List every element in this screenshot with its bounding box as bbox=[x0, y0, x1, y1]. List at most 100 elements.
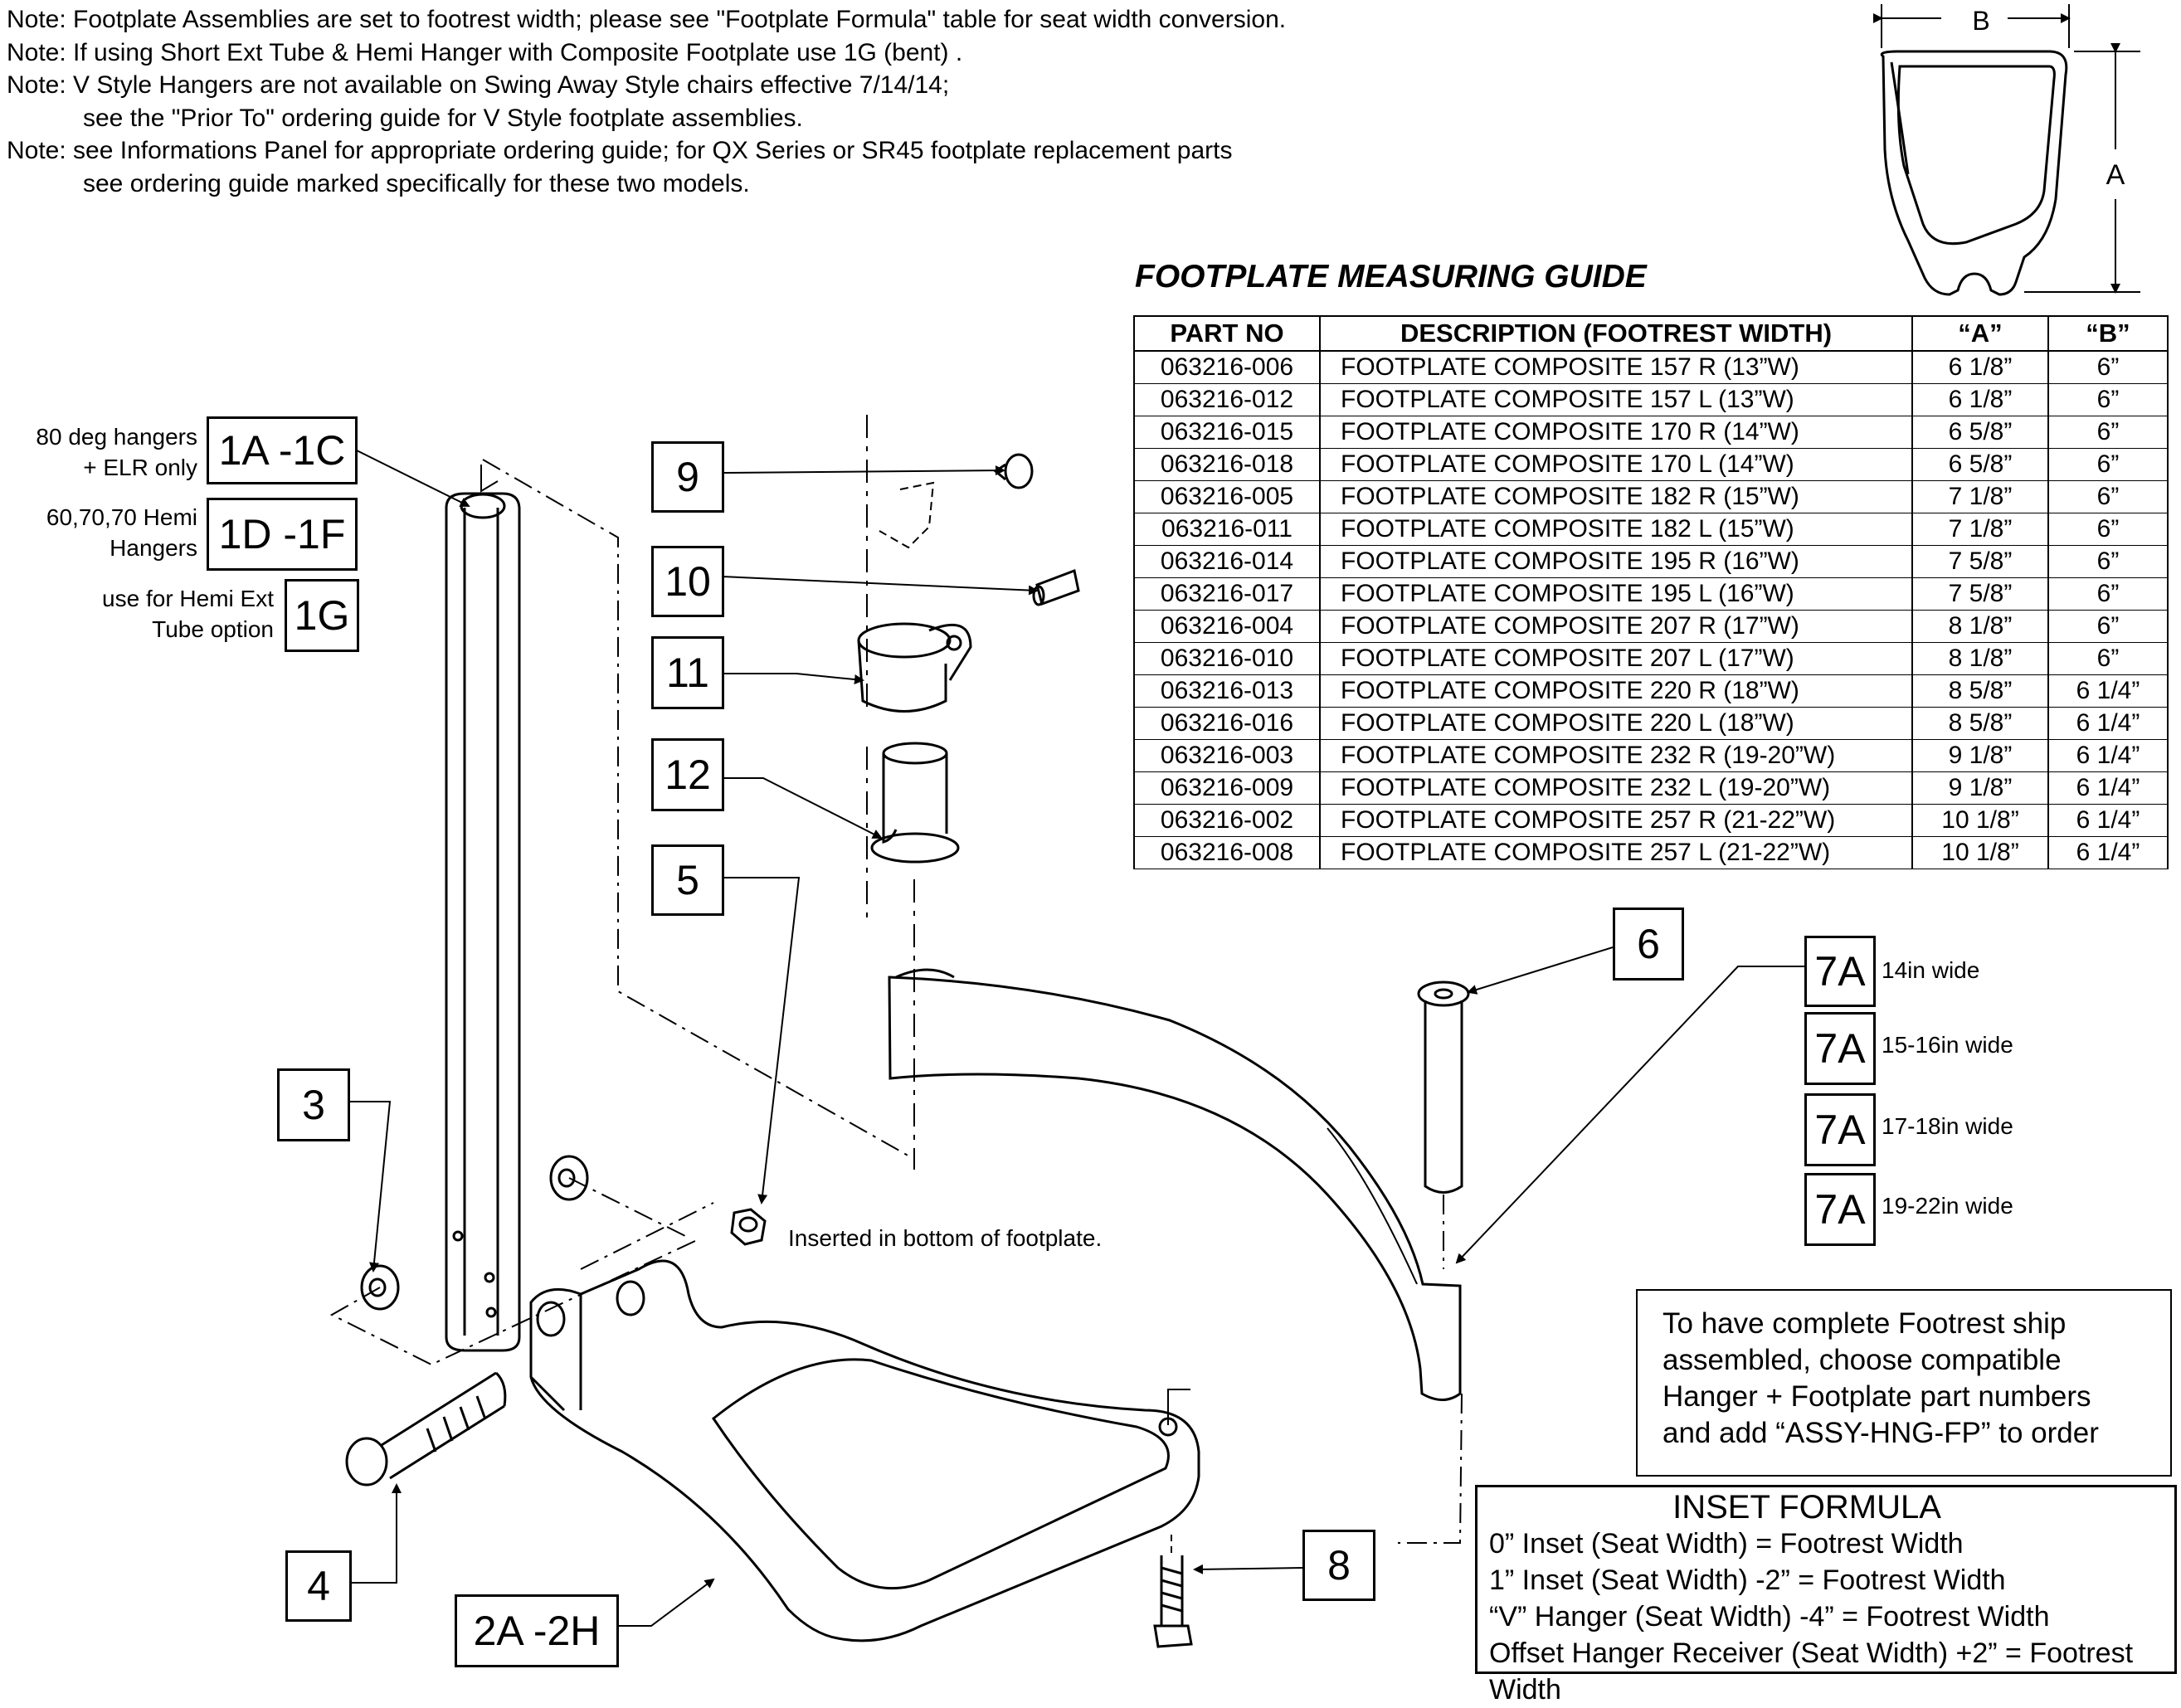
cell-part-no: 063216-003 bbox=[1133, 739, 1321, 772]
cell-part-no: 063216-002 bbox=[1133, 804, 1321, 837]
col-a: “A” bbox=[1911, 315, 2049, 352]
cell-b: 6” bbox=[2047, 545, 2169, 578]
callout-1a-1c: 1A -1C bbox=[207, 416, 358, 484]
callout-7a-14: 7A bbox=[1804, 936, 1876, 1007]
cell-b: 6” bbox=[2047, 610, 2169, 643]
cell-description: FOOTPLATE COMPOSITE 182 L (15”W) bbox=[1319, 513, 1913, 546]
col-b: “B” bbox=[2047, 315, 2169, 352]
cell-b: 6 1/4” bbox=[2047, 804, 2169, 837]
size-label: 17-18in wide bbox=[1882, 1113, 2013, 1139]
cell-a: 6 1/8” bbox=[1911, 383, 2049, 416]
cell-a: 8 1/8” bbox=[1911, 610, 2049, 643]
cell-a: 6 5/8” bbox=[1911, 448, 2049, 481]
col-description: DESCRIPTION (FOOTREST WIDTH) bbox=[1319, 315, 1913, 352]
callout-1g: 1G bbox=[285, 579, 359, 652]
inset-formula-line: Offset Hanger Receiver (Seat Width) +2” … bbox=[1489, 1637, 2134, 1706]
cell-a: 8 1/8” bbox=[1911, 642, 2049, 675]
inset-formula-line: 0” Inset (Seat Width) = Footrest Width bbox=[1489, 1528, 1964, 1560]
cell-part-no: 063216-014 bbox=[1133, 545, 1321, 578]
cell-description: FOOTPLATE COMPOSITE 232 R (19-20”W) bbox=[1319, 739, 1913, 772]
cell-b: 6” bbox=[2047, 577, 2169, 611]
cell-b: 6” bbox=[2047, 448, 2169, 481]
footplate-dimension-sketch bbox=[1873, 4, 2140, 296]
cell-a: 7 5/8” bbox=[1911, 577, 2049, 611]
callout-3: 3 bbox=[277, 1068, 350, 1141]
inset-formula-box: INSET FORMULA 0” Inset (Seat Width) = Fo… bbox=[1475, 1485, 2177, 1706]
callout-6: 6 bbox=[1613, 908, 1684, 981]
cell-part-no: 063216-006 bbox=[1133, 350, 1321, 384]
dim-b-label: B bbox=[1972, 6, 1989, 36]
cell-description: FOOTPLATE COMPOSITE 207 R (17”W) bbox=[1319, 610, 1913, 643]
cell-part-no: 063216-015 bbox=[1133, 416, 1321, 449]
washer-right bbox=[549, 1155, 589, 1201]
pin-9 bbox=[879, 453, 1034, 549]
inset-formula-title: INSET FORMULA bbox=[1672, 1489, 1941, 1526]
cell-description: FOOTPLATE COMPOSITE 195 R (16”W) bbox=[1319, 545, 1913, 578]
cell-description: FOOTPLATE COMPOSITE 170 R (14”W) bbox=[1319, 416, 1913, 449]
callout-7a-15-16: 7A bbox=[1804, 1012, 1876, 1085]
cell-part-no: 063216-012 bbox=[1133, 383, 1321, 416]
cell-b: 6” bbox=[2047, 416, 2169, 449]
cell-b: 6” bbox=[2047, 350, 2169, 384]
notes-block: Note: Footplate Assemblies are set to fo… bbox=[7, 3, 1286, 200]
washer-left bbox=[360, 1264, 400, 1311]
cell-part-no: 063216-011 bbox=[1133, 513, 1321, 546]
cell-a: 10 1/8” bbox=[1911, 836, 2049, 869]
footplate-2a bbox=[529, 1259, 1200, 1642]
callout-7a-19-22: 7A bbox=[1804, 1173, 1876, 1246]
cell-part-no: 063216-018 bbox=[1133, 448, 1321, 481]
footplate-table: PART NO DESCRIPTION (FOOTREST WIDTH) “A”… bbox=[1133, 315, 2169, 869]
cell-b: 6” bbox=[2047, 513, 2169, 546]
hanger-arm bbox=[888, 968, 1462, 1401]
cell-part-no: 063216-017 bbox=[1133, 577, 1321, 611]
note-line: Note: see Informations Panel for appropr… bbox=[7, 137, 1233, 164]
size-label: 14in wide bbox=[1882, 957, 1980, 983]
bolt-4 bbox=[345, 1371, 507, 1487]
cell-description: FOOTPLATE COMPOSITE 232 L (19-20”W) bbox=[1319, 771, 1913, 805]
callout-12: 12 bbox=[651, 738, 724, 811]
cell-part-no: 063216-013 bbox=[1133, 674, 1321, 708]
cell-a: 10 1/8” bbox=[1911, 804, 2049, 837]
cell-description: FOOTPLATE COMPOSITE 220 R (18”W) bbox=[1319, 674, 1913, 708]
extension-tube bbox=[445, 465, 521, 1352]
callout-1d-1f: 1D -1F bbox=[207, 498, 358, 571]
inset-formula-line: 1” Inset (Seat Width) -2” = Footrest Wid… bbox=[1489, 1564, 2006, 1596]
callout-5: 5 bbox=[651, 844, 724, 916]
cell-description: FOOTPLATE COMPOSITE 170 L (14”W) bbox=[1319, 448, 1913, 481]
callout-9: 9 bbox=[651, 441, 724, 513]
cell-a: 8 5/8” bbox=[1911, 674, 2049, 708]
callout-8: 8 bbox=[1302, 1530, 1375, 1601]
cell-description: FOOTPLATE COMPOSITE 257 L (21-22”W) bbox=[1319, 836, 1913, 869]
cell-a: 8 5/8” bbox=[1911, 707, 2049, 740]
cell-description: FOOTPLATE COMPOSITE 157 R (13”W) bbox=[1319, 350, 1913, 384]
note-line: Note: Footplate Assemblies are set to fo… bbox=[7, 6, 1287, 33]
cell-b: 6” bbox=[2047, 642, 2169, 675]
col-part-no: PART NO bbox=[1133, 315, 1321, 352]
cell-part-no: 063216-008 bbox=[1133, 836, 1321, 869]
dim-a-label: A bbox=[2106, 159, 2125, 191]
cell-part-no: 063216-004 bbox=[1133, 610, 1321, 643]
cell-b: 6 1/4” bbox=[2047, 739, 2169, 772]
cell-description: FOOTPLATE COMPOSITE 182 R (15”W) bbox=[1319, 480, 1913, 513]
callout-7a-17-18: 7A bbox=[1804, 1093, 1876, 1166]
cell-description: FOOTPLATE COMPOSITE 257 R (21-22”W) bbox=[1319, 804, 1913, 837]
callout-10: 10 bbox=[651, 546, 724, 617]
note-line: see the "Prior To" ordering guide for V … bbox=[83, 104, 803, 132]
cell-part-no: 063216-009 bbox=[1133, 771, 1321, 805]
cell-a: 9 1/8” bbox=[1911, 771, 2049, 805]
